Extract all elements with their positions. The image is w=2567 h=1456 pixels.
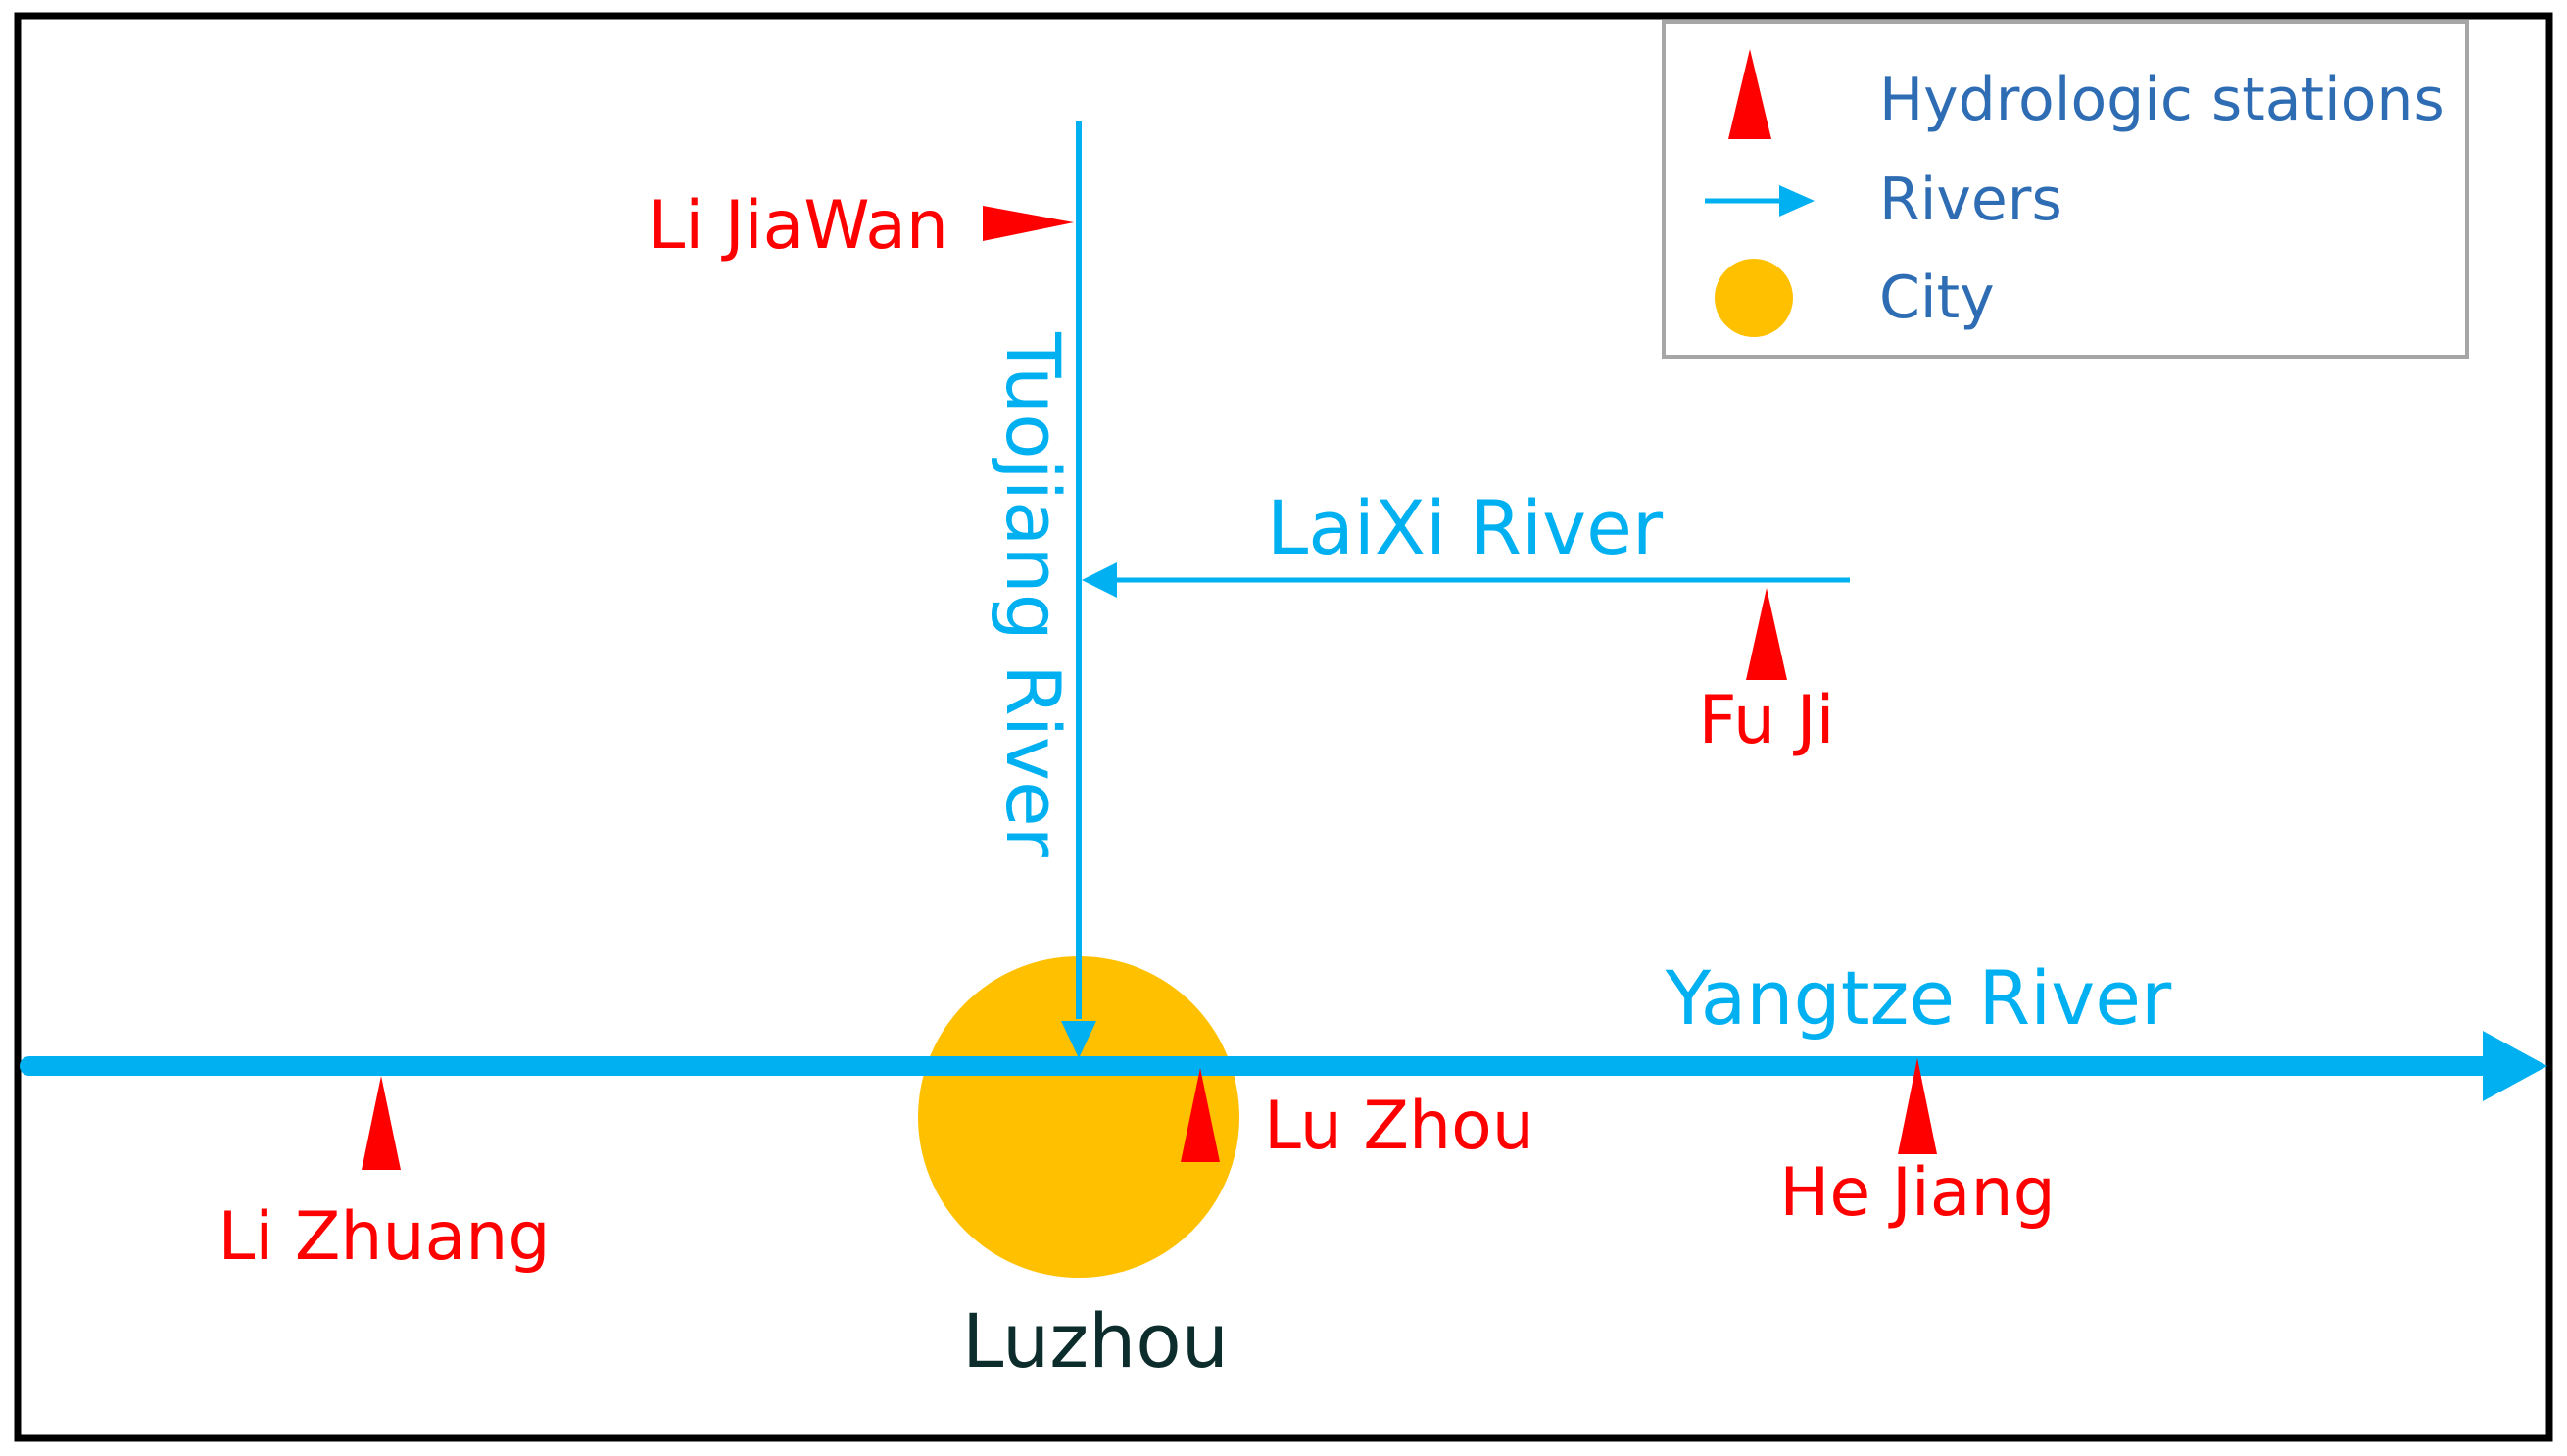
triangle-icon: [983, 206, 1074, 241]
station-label-he-jiang: He Jiang: [1779, 1154, 2055, 1232]
tuojiang-river: [1061, 121, 1096, 1058]
triangle-icon: [1181, 1068, 1220, 1162]
station-li-jiawan: Li JiaWan: [648, 187, 1074, 265]
laixi-river-arrowhead: [1082, 562, 1117, 598]
triangle-icon: [1898, 1058, 1937, 1154]
yangtze-river: [20, 1031, 2547, 1101]
legend-label-hydrologic-stations: Hydrologic stations: [1879, 66, 2445, 134]
triangle-icon: [1746, 588, 1787, 680]
yangtze-river-arrowhead: [2483, 1031, 2547, 1101]
legend-label-rivers: Rivers: [1879, 166, 2062, 234]
station-he-jiang: He Jiang: [1779, 1058, 2056, 1232]
station-label-lu-zhou: Lu Zhou: [1264, 1088, 1534, 1165]
triangle-icon: [362, 1076, 401, 1170]
tuojiang-river-label: Tuojiang River: [990, 331, 1077, 858]
station-label-li-jiawan: Li JiaWan: [648, 187, 948, 265]
station-fu-ji: Fu Ji: [1698, 588, 1835, 759]
laixi-river-label: LaiXi River: [1267, 484, 1664, 571]
legend: Hydrologic stations Rivers City: [1662, 20, 2469, 359]
legend-box: [1662, 20, 2469, 359]
yangtze-river-label: Yangtze River: [1665, 954, 2172, 1042]
tuojiang-river-arrowhead: [1061, 1021, 1096, 1058]
legend-label-city: City: [1879, 264, 1995, 332]
circle-icon: [1715, 259, 1793, 337]
luzhou-city-circle: [918, 956, 1239, 1278]
station-label-fu-ji: Fu Ji: [1698, 682, 1834, 759]
laixi-river: [1082, 562, 1850, 598]
station-label-li-zhuang: Li Zhuang: [218, 1198, 550, 1276]
station-lu-zhou: Lu Zhou: [1181, 1068, 1534, 1165]
city-label-luzhou: Luzhou: [962, 1297, 1229, 1384]
triangle-icon: [1728, 49, 1771, 139]
station-li-zhuang: Li Zhuang: [218, 1076, 551, 1276]
arrow-icon-head: [1779, 185, 1815, 217]
